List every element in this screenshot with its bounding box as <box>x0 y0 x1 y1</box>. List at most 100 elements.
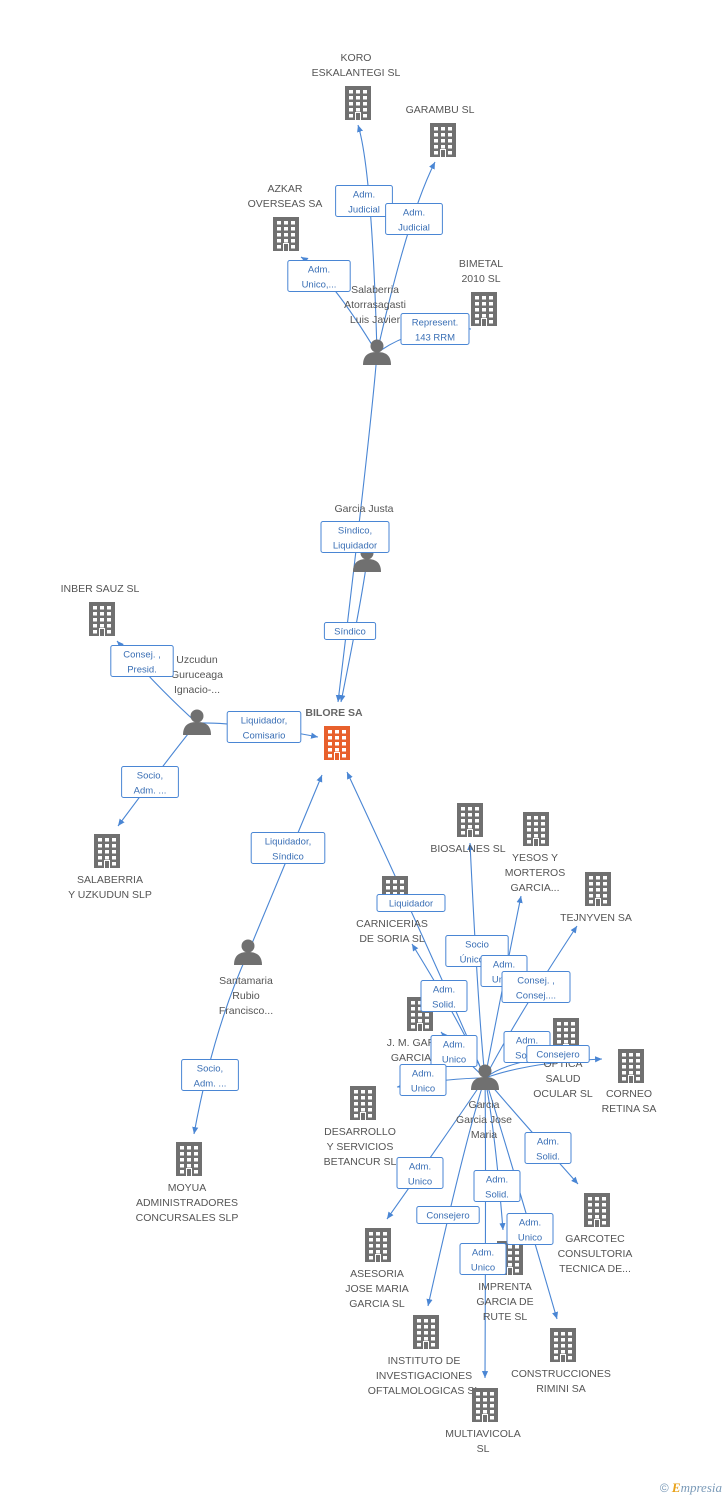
relation-label-text: Adm. ... <box>134 786 167 797</box>
building-icon <box>584 1193 610 1227</box>
relation-label-text: Unico <box>408 1177 432 1188</box>
relation-label-uzcudun-inber[interactable]: Consej. ,Presid. <box>110 645 174 677</box>
relation-label-garcia_jose-multiavicola[interactable]: Adm.Unico <box>459 1243 507 1275</box>
node-label-line: GARCIA SL <box>349 1298 405 1310</box>
node-label-line: DESARROLLO <box>324 1126 396 1138</box>
building-icon <box>350 1086 376 1120</box>
relation-label-text: Unico <box>518 1233 542 1244</box>
person-node-santamaria[interactable]: SantamariaRubioFrancisco... <box>219 939 273 1018</box>
company-node-garcotec[interactable]: GARCOTEC CONSULTORIA TECNICA DE... <box>558 1193 633 1275</box>
relation-edge-garcia_jose-yesos <box>484 895 523 1079</box>
brand-initial: E <box>671 1480 681 1495</box>
relation-label-salaberria_p-azkar[interactable]: Adm.Unico,... <box>287 260 351 292</box>
building-icon <box>365 1228 391 1262</box>
building-icon <box>89 602 115 636</box>
node-label-line: SALUD <box>545 1073 580 1085</box>
building-icon <box>550 1328 576 1362</box>
relation-label-garcia_jose-desarrollo[interactable]: Adm.Unico <box>399 1064 447 1096</box>
node-label-line: CONSTRUCCIONES <box>511 1368 611 1380</box>
relation-label-garcia_jose-carnicerias[interactable]: Adm.Solid. <box>420 980 468 1012</box>
relation-label-garcia_jose-construcciones[interactable]: Adm.Unico <box>506 1213 554 1245</box>
relation-label-text: Liquidador, <box>265 837 311 848</box>
relation-label-santamaria-bilore[interactable]: Liquidador,Síndico <box>250 832 326 864</box>
node-label-line: MULTIAVICOLA <box>445 1428 520 1440</box>
node-label-line: Santamaria <box>219 975 273 987</box>
relation-label-garcia_jose-asesoria[interactable]: Adm. Unico <box>396 1157 444 1189</box>
relation-edge-garcia_jose-imprenta <box>484 1077 506 1231</box>
company-node-inber[interactable]: INBER SAUZ SL <box>61 583 140 636</box>
relation-label-text: Consejero <box>536 1050 579 1061</box>
relation-label-salaberria_p-koro[interactable]: Adm.Judicial <box>335 185 393 217</box>
building-icon <box>618 1049 644 1083</box>
relation-label-uzcudun-bilore[interactable]: Liquidador,Comisario <box>226 711 302 743</box>
building-icon <box>345 86 371 120</box>
brand-name: mpresia <box>680 1480 722 1495</box>
relation-label-garcia_jose-imprenta[interactable]: Adm.Solid. <box>473 1170 521 1202</box>
node-label-line: TECNICA DE... <box>559 1263 631 1275</box>
company-node-bilore[interactable]: BILORE SA <box>305 707 363 760</box>
node-label-line: ASESORIA <box>350 1268 404 1280</box>
relation-edge-santamaria-moyua <box>192 952 249 1135</box>
relation-label-text: Unico <box>442 1055 466 1066</box>
company-node-biosalnes[interactable]: BIOSALNES SL <box>430 803 506 855</box>
node-label-line: Atorrasagasti <box>344 299 406 311</box>
relation-label-garcia_jose-instituto[interactable]: Consejero <box>416 1206 480 1224</box>
node-label-line: CORNEO <box>606 1088 652 1100</box>
building-icon <box>413 1315 439 1349</box>
node-label-line: BIMETAL <box>459 258 503 270</box>
relation-label-text: Unico,... <box>302 280 337 291</box>
relation-edge-salaberria_p-garambu <box>376 161 436 354</box>
company-node-garambu[interactable]: GARAMBU SL <box>406 104 475 157</box>
relation-label-garcia_jose-garcotec[interactable]: Adm.Solid. <box>524 1132 572 1164</box>
node-label-line: GARCIA... <box>510 882 559 894</box>
company-node-yesos[interactable]: YESOS YMORTEROSGARCIA... <box>505 812 565 894</box>
node-label-line: BIOSALNES SL <box>430 843 505 855</box>
relation-label-text: Adm. <box>433 985 455 996</box>
node-label-line: Y UZKUDUN SLP <box>68 889 152 901</box>
node-label-line: Luis Javier <box>350 314 401 326</box>
relation-label-garcia_jose-jm_garcia[interactable]: Adm.Unico <box>430 1035 478 1067</box>
relation-label-uzcudun-salaberria_slp[interactable]: Socio,Adm. ... <box>121 766 179 798</box>
relation-label-garcia_jose-corneo[interactable]: Consejero <box>526 1045 590 1063</box>
node-label-line: CONSULTORIA <box>558 1248 633 1260</box>
relation-label-garcia_jose-bilore[interactable]: Liquidador <box>376 894 446 912</box>
relation-label-salaberria_p-garambu[interactable]: Adm.Judicial <box>385 203 443 235</box>
relation-label-garcia_justa-bilore[interactable]: Síndico <box>323 622 377 640</box>
node-label-line: Y SERVICIOS <box>327 1141 394 1153</box>
relation-label-text: Comisario <box>243 731 286 742</box>
relation-label-text: Judicial <box>348 205 380 216</box>
node-label-line: YESOS Y <box>512 852 558 864</box>
relation-label-text: Adm. <box>409 1162 431 1173</box>
relation-edge-garcia_jose-construcciones <box>484 1077 559 1320</box>
relation-label-text: Síndico, <box>338 526 372 537</box>
node-label-line: BILORE SA <box>305 707 363 719</box>
relation-label-text: Adm. <box>493 960 515 971</box>
relation-label-salaberria_p-bimetal[interactable]: Represent.143 RRM <box>400 313 470 345</box>
company-node-instituto[interactable]: INSTITUTO DEINVESTIGACIONESOFTALMOLOGICA… <box>368 1315 481 1397</box>
node-label-line: GARCOTEC <box>565 1233 625 1245</box>
empresia-watermark: © Empresia <box>660 1480 722 1496</box>
person-icon <box>183 709 211 735</box>
relation-label-text: Adm. <box>486 1175 508 1186</box>
node-label-line: Garcia <box>469 1099 500 1111</box>
company-node-tejnyven[interactable]: TEJNYVEN SA <box>560 872 632 924</box>
relation-label-garcia_jose-tejnyven[interactable]: Consej. ,Consej.... <box>501 971 571 1003</box>
relation-label-salaberria_p-bilore[interactable]: Síndico,Liquidador <box>320 521 390 553</box>
building-icon <box>471 292 497 326</box>
relation-label-santamaria-moyua[interactable]: Socio,Adm. ... <box>181 1059 239 1091</box>
person-node-uzcudun[interactable]: UzcudunGuruceagaIgnacio-... <box>171 654 223 735</box>
building-icon <box>523 812 549 846</box>
